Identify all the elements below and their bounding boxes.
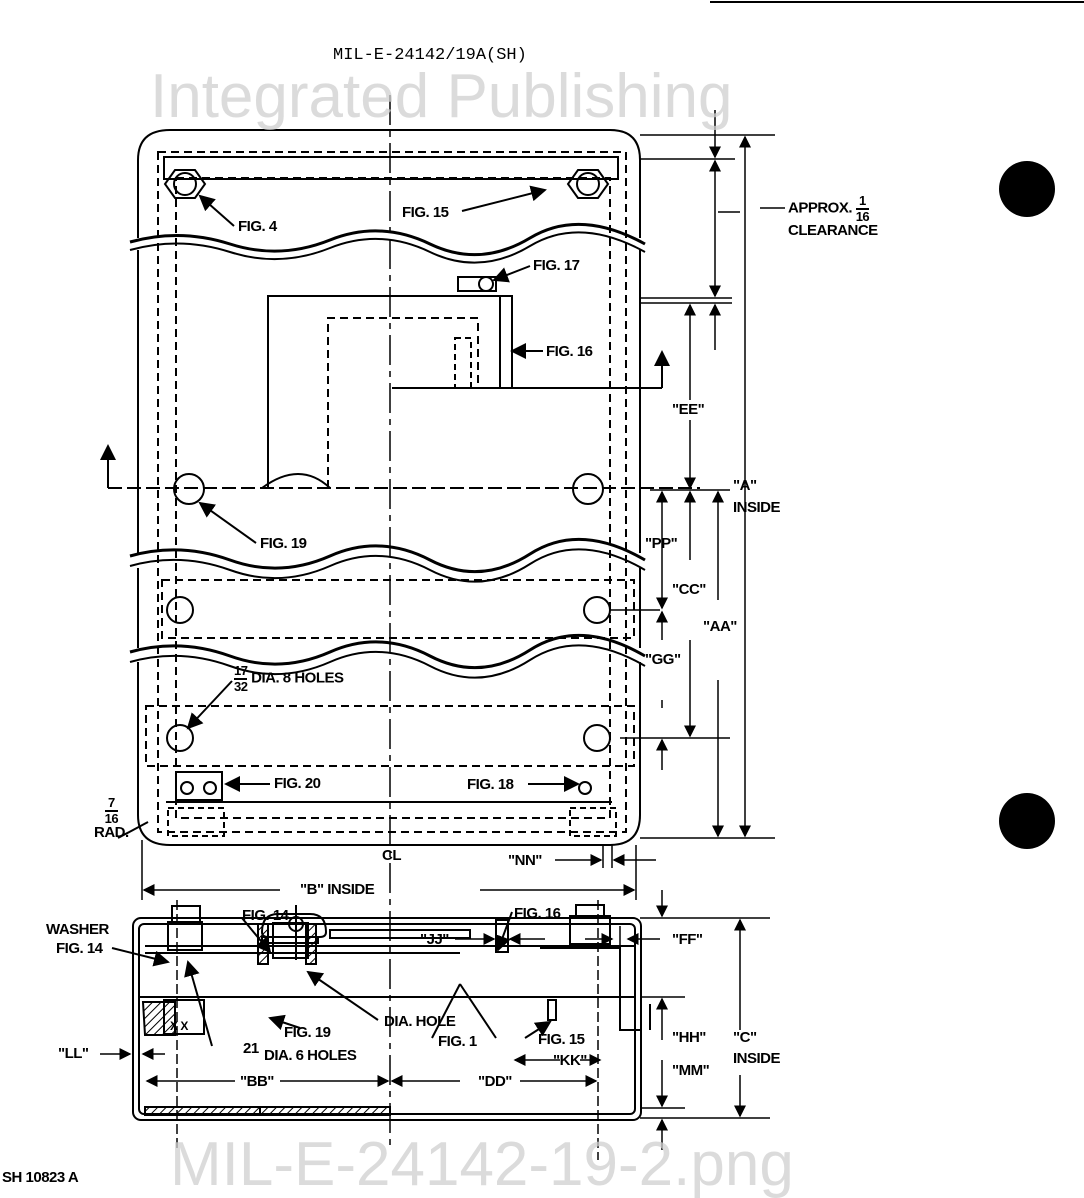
callout-holes-21: 21 — [243, 1040, 259, 1057]
mounting-hole — [572, 473, 604, 505]
holes-text: DIA. 8 HOLES — [251, 669, 344, 687]
callout-fig-4: FIG. 4 — [238, 218, 277, 235]
dim-kk: "KK" — [553, 1052, 587, 1069]
dim-b-inside: "B" INSIDE — [300, 881, 375, 898]
callout-washer-fig: FIG. 14 — [56, 940, 103, 957]
binder-hole — [999, 793, 1055, 849]
mounting-hole — [173, 473, 205, 505]
dim-bb: "BB" — [240, 1073, 274, 1090]
dim-ff: "FF" — [672, 931, 703, 948]
dim-cc: "CC" — [672, 581, 706, 598]
callout-dia-hole: DIA. HOLE — [384, 1013, 456, 1030]
dim-mm: "MM" — [672, 1062, 710, 1079]
clearance-numerator: 1 — [855, 194, 870, 210]
hex-bolt-icon — [566, 169, 610, 199]
callout-fig-14: FIG. 14 — [242, 907, 289, 924]
callout-holes-6-text: DIA. 6 HOLES — [264, 1047, 357, 1064]
dim-ee: "EE" — [672, 401, 705, 418]
dim-c-inside: INSIDE — [733, 1050, 781, 1067]
drawing-number: SH 10823 A — [2, 1169, 79, 1186]
callout-fig-16: FIG. 16 — [546, 343, 593, 360]
break-line — [129, 633, 646, 670]
dim-dd: "DD" — [478, 1073, 512, 1090]
approx-text: APPROX. — [788, 199, 853, 217]
holes-numerator: 17 — [234, 663, 248, 680]
mounting-hole — [166, 724, 194, 752]
mounting-hole — [583, 724, 611, 752]
hex-bolt-icon — [163, 169, 207, 199]
mounting-hole — [166, 596, 194, 624]
dim-ll: "LL" — [58, 1045, 89, 1062]
callout-fig-15: FIG. 15 — [402, 204, 449, 221]
clearance-text: CLEARANCE — [788, 222, 878, 240]
dim-hh: "HH" — [672, 1029, 706, 1046]
x-marks: X X — [170, 1019, 188, 1033]
dim-pp: "PP" — [645, 535, 678, 552]
section-enclosure — [132, 917, 642, 1121]
callout-fig-18: FIG. 18 — [467, 776, 514, 793]
holes-denominator: 32 — [234, 678, 248, 694]
callout-fig-17: FIG. 17 — [533, 257, 580, 274]
callout-fig-19-section: FIG. 19 — [284, 1024, 331, 1041]
radius-denominator: 16 — [104, 810, 119, 826]
callout-fig-20: FIG. 20 — [274, 775, 321, 792]
dim-jj: "JJ" — [420, 931, 449, 948]
break-line — [129, 537, 646, 574]
dim-c: "C" — [733, 1029, 757, 1046]
callout-fig-19: FIG. 19 — [260, 535, 307, 552]
dim-aa: "AA" — [703, 618, 737, 635]
dim-nn: "NN" — [508, 852, 542, 869]
callout-fig-15-section: FIG. 15 — [538, 1031, 585, 1048]
binder-hole — [999, 161, 1055, 217]
callout-fig-16-section: FIG. 16 — [514, 905, 561, 922]
mounting-hole — [583, 596, 611, 624]
dim-gg: "GG" — [645, 651, 681, 668]
watermark-line-1: Integrated Publishing — [150, 62, 733, 131]
callout-fig-1: FIG. 1 — [438, 1033, 477, 1050]
break-line — [129, 222, 646, 257]
radius-text: RAD. — [94, 824, 129, 842]
clearance-denominator: 16 — [855, 208, 870, 224]
callout-washer: WASHER — [46, 921, 109, 938]
document-header: MIL-E-24142/19A(SH) — [333, 46, 527, 65]
radius-numerator: 7 — [104, 796, 119, 812]
centerline-symbol: CL — [382, 847, 402, 864]
dim-a-inside: INSIDE — [733, 499, 781, 516]
watermark-line-2: MIL-E-24142-19-2.png — [170, 1130, 794, 1198]
dim-a: "A" — [733, 477, 757, 494]
